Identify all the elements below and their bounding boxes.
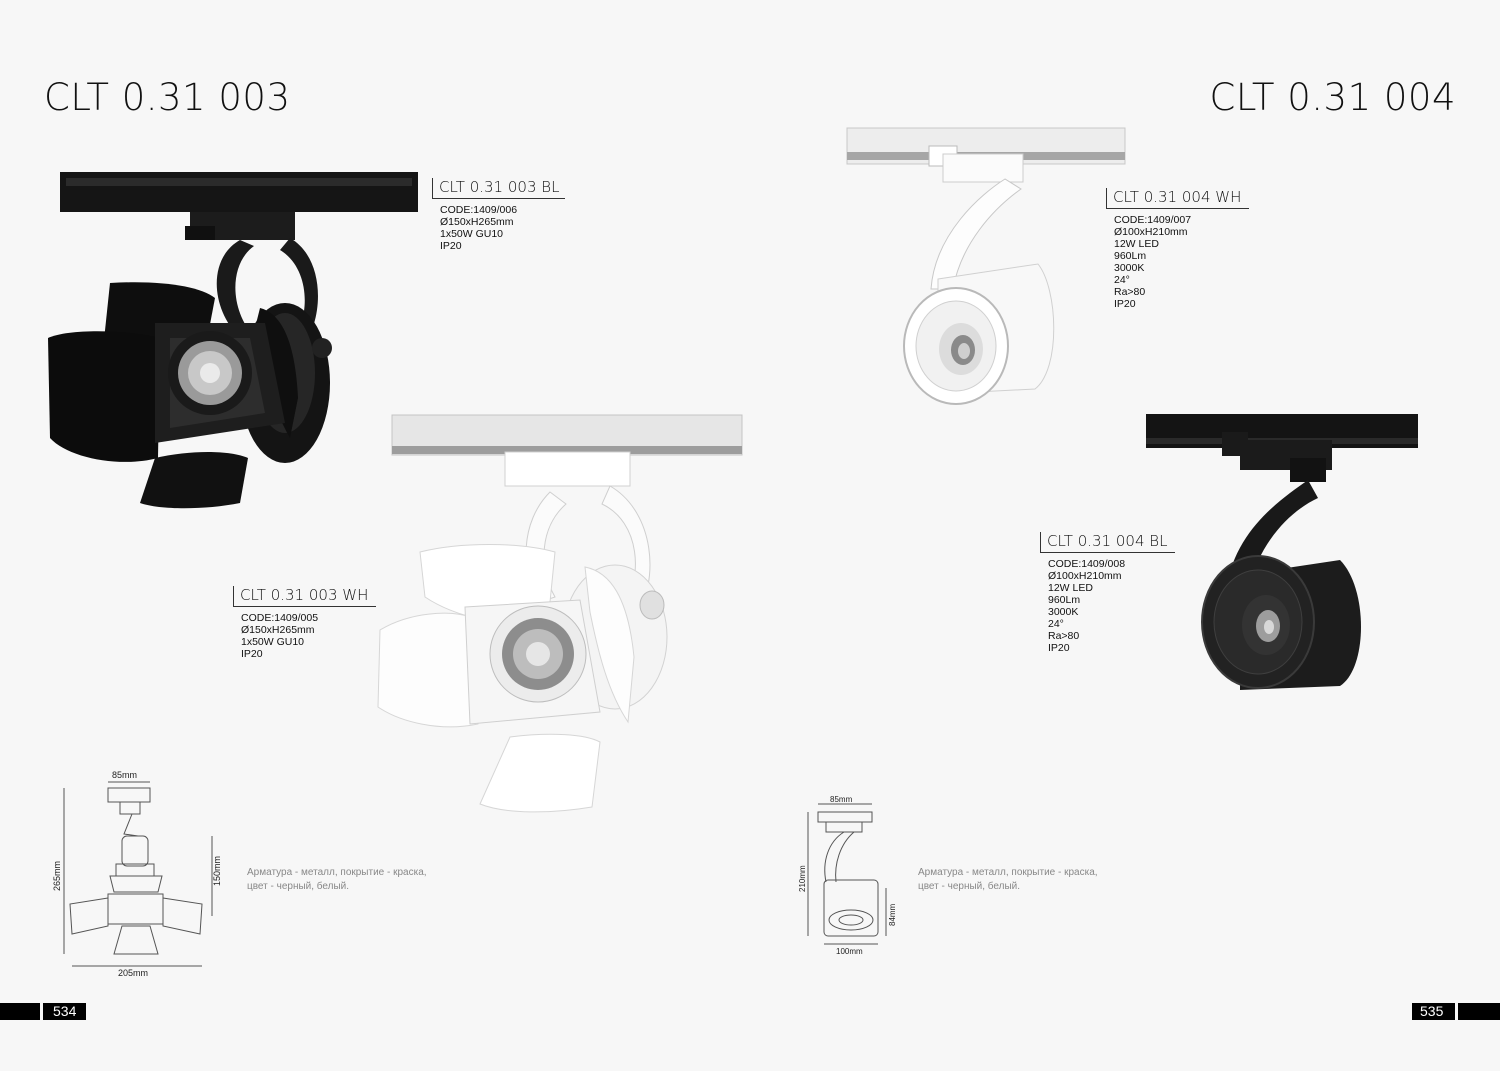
description-line: цвет - черный, белый. xyxy=(247,881,350,892)
description-line: Арматура - металл, покрытие - краска, xyxy=(247,867,427,878)
spec-ip: IP20 xyxy=(440,240,462,252)
spec-lamp: 1x50W GU10 xyxy=(241,636,305,648)
spec-code: CODE:1409/006 xyxy=(440,204,518,216)
spec-size: Ø150xH265mm xyxy=(440,216,514,228)
dim-width-label: 205mm xyxy=(118,968,148,978)
description-line: цвет - черный, белый. xyxy=(918,881,1021,892)
product-label-clt-003-wh: CLT 0.31 003 WH CODE:1409/005 Ø150xH265m… xyxy=(233,586,377,660)
dim-width-label: 100mm xyxy=(836,947,863,956)
spec-cri: Ra>80 xyxy=(1114,286,1146,298)
spec-lamp: 12W LED xyxy=(1114,238,1159,250)
spec-code: CODE:1409/007 xyxy=(1114,214,1192,226)
spec-lumen: 960Lm xyxy=(1114,250,1147,262)
spec-cct: 3000K xyxy=(1048,606,1079,618)
series-title-right: CLT 0.31 004 xyxy=(1209,76,1456,119)
page-number-right: 535 xyxy=(1412,1003,1500,1020)
dim-top-label: 85mm xyxy=(830,795,853,804)
spec-list: CODE:1409/006 Ø150xH265mm 1x50W GU10 IP2… xyxy=(440,204,565,252)
photo-clt-003-wh xyxy=(377,414,743,813)
material-description-right: Арматура - металл, покрытие - краска, цв… xyxy=(918,866,1098,894)
series-title-left: CLT 0.31 003 xyxy=(44,76,291,119)
spec-lumen: 960Lm xyxy=(1048,594,1081,606)
product-name: CLT 0.31 003 BL xyxy=(432,178,566,199)
spec-cri: Ra>80 xyxy=(1048,630,1080,642)
spec-size: Ø100xH210mm xyxy=(1048,570,1122,582)
dim-height-label: 265mm xyxy=(52,861,62,891)
dim-head-label: 84mm xyxy=(888,903,897,926)
spec-list: CODE:1409/007 Ø100xH210mm 12W LED 960Lm … xyxy=(1114,214,1249,310)
photo-clt-003-bl xyxy=(48,172,418,509)
page-number-left: 534 xyxy=(0,1003,86,1020)
spec-lamp: 1x50W GU10 xyxy=(440,228,504,240)
spec-ip: IP20 xyxy=(1114,298,1136,310)
product-name: CLT 0.31 003 WH xyxy=(233,586,377,607)
product-label-clt-004-wh: CLT 0.31 004 WH CODE:1409/007 Ø100xH210m… xyxy=(1106,188,1250,310)
spec-code: CODE:1409/005 xyxy=(241,612,319,624)
product-label-clt-003-bl: CLT 0.31 003 BL CODE:1409/006 Ø150xH265m… xyxy=(432,178,566,252)
dim-top-label: 85mm xyxy=(112,770,137,780)
photo-clt-004-wh xyxy=(846,127,1126,405)
page-tab-divider xyxy=(1455,1003,1458,1020)
product-name: CLT 0.31 004 BL xyxy=(1040,532,1176,553)
page-tab-divider xyxy=(40,1003,43,1020)
dim-mid-label: 150mm xyxy=(212,856,222,886)
page-number-text: 534 xyxy=(53,1003,77,1019)
dim-height-label: 210mm xyxy=(798,865,807,892)
spec-ip: IP20 xyxy=(1048,642,1070,654)
product-label-clt-004-bl: CLT 0.31 004 BL CODE:1409/008 Ø100xH210m… xyxy=(1040,532,1176,654)
spec-cct: 3000K xyxy=(1114,262,1145,274)
spec-code: CODE:1409/008 xyxy=(1048,558,1126,570)
dimension-drawing-clt-004: 85mm 210mm 84mm 100mm xyxy=(798,795,897,956)
spec-size: Ø100xH210mm xyxy=(1114,226,1188,238)
spec-list: CODE:1409/005 Ø150xH265mm 1x50W GU10 IP2… xyxy=(241,612,376,660)
spec-lamp: 12W LED xyxy=(1048,582,1093,594)
spec-angle: 24° xyxy=(1048,618,1064,630)
spec-angle: 24° xyxy=(1114,274,1130,286)
spec-size: Ø150xH265mm xyxy=(241,624,315,636)
spec-list: CODE:1409/008 Ø100xH210mm 12W LED 960Lm … xyxy=(1048,558,1175,654)
dimension-drawing-clt-003: 85mm 265mm 150mm 205mm xyxy=(52,770,222,978)
photo-clt-004-bl xyxy=(1146,414,1418,690)
material-description-left: Арматура - металл, покрытие - краска, цв… xyxy=(247,866,427,894)
spec-ip: IP20 xyxy=(241,648,263,660)
product-name: CLT 0.31 004 WH xyxy=(1106,188,1250,209)
description-line: Арматура - металл, покрытие - краска, xyxy=(918,867,1098,878)
page-number-text: 535 xyxy=(1420,1003,1444,1019)
